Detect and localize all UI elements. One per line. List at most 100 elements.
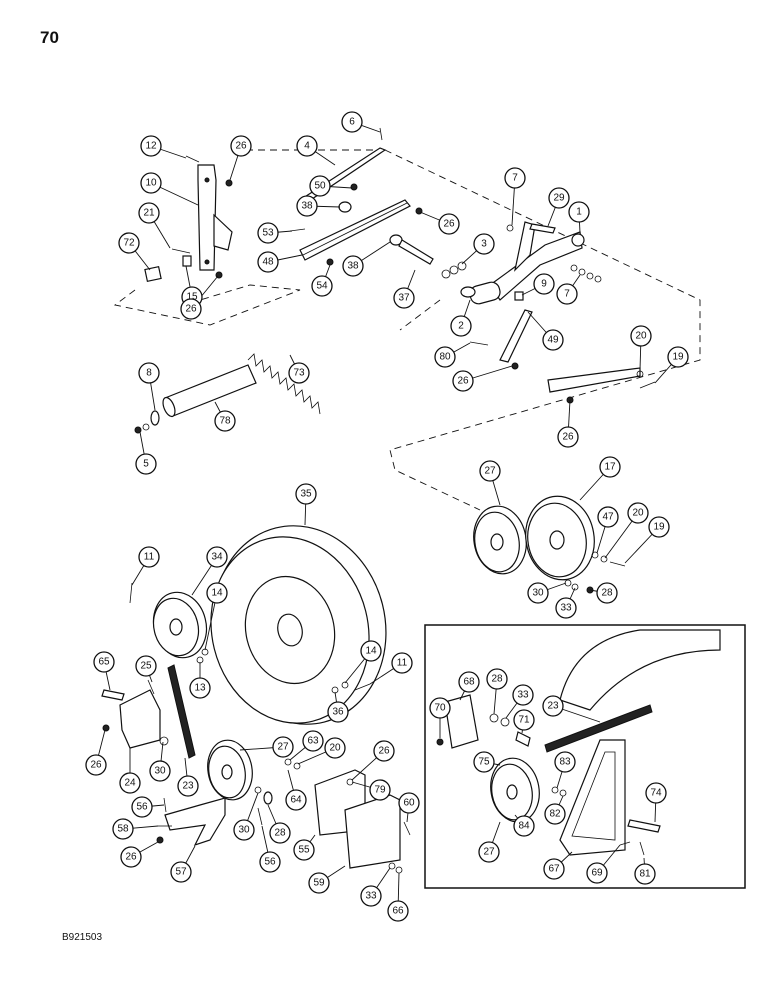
callout-bubble [478, 841, 500, 863]
callout-bubble [118, 232, 140, 254]
callout-5: 5 [135, 453, 157, 475]
callout-27: 27 [478, 841, 500, 863]
callout-label: 47 [602, 512, 614, 523]
washer-8 [150, 410, 160, 426]
callout-11: 11 [391, 652, 413, 674]
callout-bubble [257, 251, 279, 273]
pulley-27-lower [207, 739, 253, 801]
callout-label: 78 [219, 416, 231, 427]
bracket-24 [119, 689, 161, 749]
callout-65: 65 [93, 651, 115, 673]
callout-70: 70 [429, 697, 451, 719]
callout-24: 24 [119, 772, 141, 794]
callout-bubble [140, 135, 162, 157]
callout-bubble [233, 819, 255, 841]
callout-26: 26 [85, 754, 107, 776]
callout-label: 58 [117, 824, 129, 835]
callout-14: 14 [206, 582, 228, 604]
callout-25: 25 [135, 655, 157, 677]
callout-bubble [533, 273, 555, 295]
callout-bubble [438, 213, 460, 235]
callout-label: 74 [650, 788, 662, 799]
washer-30c [254, 786, 262, 794]
callout-bubble [398, 792, 420, 814]
callout-label: 84 [518, 821, 530, 832]
callout-label: 11 [144, 552, 155, 563]
callout-bubble [138, 202, 160, 224]
callout-label: 36 [332, 707, 344, 718]
screw-50 [350, 183, 358, 191]
callout-bubble [311, 275, 333, 297]
callout-bubble [630, 325, 652, 347]
callout-bubble [429, 697, 451, 719]
callout-label: 63 [307, 736, 319, 747]
callout-label: 26 [125, 852, 137, 863]
callout-26: 26 [438, 213, 460, 235]
callout-20: 20 [627, 502, 649, 524]
callout-bubble [667, 346, 689, 368]
callout-bubble [369, 779, 391, 801]
callout-label: 7 [512, 173, 518, 184]
pad-72 [144, 265, 162, 283]
callout-label: 33 [560, 603, 572, 614]
lever-arm-1 [469, 221, 585, 305]
callout-label: 4 [304, 141, 310, 152]
callout-59: 59 [308, 872, 330, 894]
rod-4 [298, 147, 387, 204]
bolt-74 [627, 819, 661, 833]
callout-bubble [486, 668, 508, 690]
callout-26: 26 [452, 370, 474, 392]
callout-66: 66 [387, 900, 409, 922]
callout-54: 54 [311, 275, 333, 297]
callout-12: 12 [140, 135, 162, 157]
callout-label: 8 [146, 368, 152, 379]
callout-bubble [527, 582, 549, 604]
callout-56: 56 [259, 851, 281, 873]
callout-9: 9 [533, 273, 555, 295]
callout-64: 64 [285, 789, 307, 811]
callout-label: 11 [397, 658, 408, 669]
callout-label: 26 [185, 304, 197, 315]
washers-3 [441, 261, 467, 279]
callout-34: 34 [206, 546, 228, 568]
callout-bubble [434, 346, 456, 368]
callout-8: 8 [138, 362, 160, 384]
callout-label: 79 [374, 785, 386, 796]
callout-67: 67 [543, 858, 565, 880]
callout-bubble [627, 502, 649, 524]
callout-bubble [206, 582, 228, 604]
callout-label: 37 [398, 293, 410, 304]
callout-30: 30 [149, 760, 171, 782]
bracket-10 [197, 164, 233, 271]
bolt-65 [101, 689, 125, 701]
callout-19: 19 [648, 516, 670, 538]
pulley-35 [210, 525, 387, 725]
callout-bubble [112, 818, 134, 840]
callout-3: 3 [473, 233, 495, 255]
callout-label: 30 [154, 766, 166, 777]
nut-26d [511, 362, 519, 370]
callout-bubble [543, 858, 565, 880]
callout-19: 19 [667, 346, 689, 368]
callout-bubble [596, 582, 618, 604]
callout-10: 10 [140, 172, 162, 194]
nut-26f [102, 724, 110, 732]
callout-bubble [597, 506, 619, 528]
callout-37: 37 [393, 287, 415, 309]
callout-bubble [391, 652, 413, 674]
callout-label: 26 [90, 760, 102, 771]
callout-label: 71 [518, 715, 530, 726]
callout-58: 58 [112, 818, 134, 840]
callout-label: 53 [262, 228, 274, 239]
callout-27: 27 [272, 736, 294, 758]
callout-label: 14 [211, 588, 223, 599]
pin-6 [379, 127, 383, 141]
callout-label: 26 [378, 746, 390, 757]
callout-bubble [599, 456, 621, 478]
callout-23: 23 [542, 695, 564, 717]
callout-36: 36 [327, 701, 349, 723]
callout-56: 56 [131, 796, 153, 818]
callout-bubble [259, 851, 281, 873]
callout-13: 13 [189, 677, 211, 699]
